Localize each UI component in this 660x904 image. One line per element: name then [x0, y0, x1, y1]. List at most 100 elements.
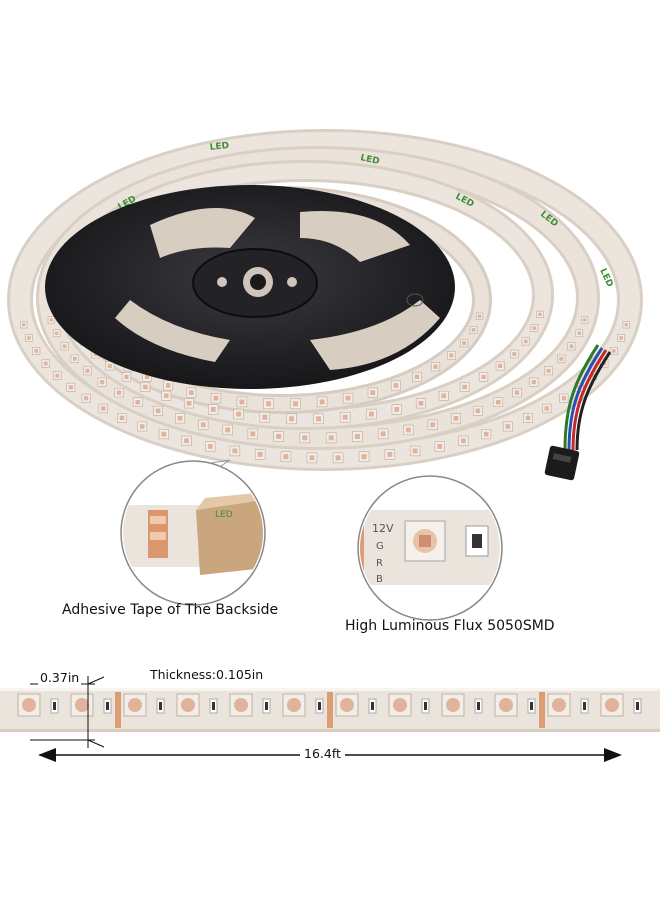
led-chip	[306, 452, 318, 464]
smd-callout: 12V G R B	[357, 475, 503, 621]
led-chip	[427, 419, 438, 430]
led-chip	[510, 349, 519, 359]
led-chip	[450, 413, 461, 424]
channel-marking: G	[376, 541, 384, 552]
arrow-right-icon	[604, 748, 622, 762]
led-chip	[140, 382, 151, 392]
led-chip	[352, 431, 363, 442]
led-chip	[339, 411, 351, 423]
led-chip	[254, 449, 266, 460]
led-chip	[163, 380, 174, 391]
led-chip	[617, 334, 625, 342]
led-chip	[158, 429, 169, 440]
led-strip-straight	[0, 688, 660, 732]
led-chip	[247, 428, 259, 440]
led-chip	[412, 371, 422, 382]
led-chip	[299, 432, 311, 444]
led-chip	[493, 397, 504, 407]
led-chip	[290, 398, 301, 410]
led-chip	[458, 435, 469, 446]
led-chip	[332, 452, 344, 464]
led-chip	[342, 392, 354, 404]
led-chip	[469, 326, 478, 334]
led-chip	[17, 693, 59, 717]
led-chip	[176, 693, 218, 717]
flux-caption: High Luminous Flux 5050SMD	[345, 618, 555, 634]
led-chip	[581, 316, 589, 324]
channel-marking: R	[376, 558, 383, 569]
reel-led-print: LED	[209, 141, 229, 153]
led-chip	[280, 451, 292, 462]
led-chip	[229, 693, 271, 717]
led-chip	[175, 413, 186, 424]
led-chip	[60, 342, 69, 351]
led-chip	[441, 693, 483, 717]
led-chip	[273, 431, 284, 442]
led-chip	[205, 441, 216, 452]
led-chip	[313, 413, 324, 425]
led-chip	[390, 380, 401, 391]
led-chip	[53, 371, 62, 380]
led-chip	[459, 338, 469, 348]
voltage-marking: 12V	[372, 522, 394, 535]
connector-plug-icon	[544, 344, 612, 481]
led-chip	[236, 396, 248, 408]
led-reel-icon	[45, 185, 455, 389]
led-chip	[83, 366, 92, 376]
led-chip	[502, 421, 513, 432]
led-chip	[481, 429, 492, 440]
led-chip	[388, 693, 430, 717]
led-chip	[32, 347, 41, 355]
channel-marking: B	[376, 574, 383, 585]
led-chip	[47, 316, 55, 324]
led-chip	[494, 692, 545, 728]
led-chip	[181, 435, 192, 446]
led-chip	[430, 362, 441, 372]
led-chip	[335, 693, 377, 717]
led-chip	[20, 321, 28, 329]
led-chip	[530, 324, 539, 332]
led-chip	[132, 397, 143, 407]
led-chip	[512, 387, 522, 398]
arrow-left-icon	[38, 748, 56, 762]
led-chip	[557, 354, 566, 364]
led-chip	[446, 350, 456, 360]
led-chip	[25, 334, 33, 342]
led-chip	[198, 419, 209, 430]
led-chip	[183, 398, 195, 409]
led-chip	[391, 404, 402, 415]
led-chip	[384, 449, 396, 460]
led-chip	[114, 387, 124, 398]
thickness-label: Thickness:0.105in	[150, 667, 264, 682]
led-chip	[208, 404, 219, 415]
led-chip	[52, 329, 61, 338]
led-chip	[325, 432, 337, 444]
led-chip	[459, 382, 470, 392]
led-chip	[529, 377, 539, 387]
led-chip	[98, 403, 108, 414]
led-chip	[542, 403, 552, 414]
led-chip	[222, 424, 233, 436]
led-chip	[229, 445, 241, 457]
led-chip	[438, 390, 449, 401]
led-chip	[117, 413, 127, 423]
led-chip	[478, 372, 489, 382]
led-chip	[210, 392, 222, 404]
led-chip	[367, 387, 378, 398]
led-chip	[263, 398, 274, 410]
led-chip	[121, 372, 132, 382]
led-chip	[472, 405, 483, 416]
led-chip	[544, 366, 553, 376]
svg-text:LED: LED	[215, 510, 233, 520]
led-chip	[547, 693, 589, 717]
led-chip	[286, 413, 297, 425]
led-chip	[475, 312, 484, 320]
reel-led-print: LED	[359, 153, 380, 167]
led-chip	[81, 393, 91, 403]
led-chip	[495, 361, 505, 371]
led-chip	[123, 693, 165, 717]
led-chip	[97, 377, 107, 387]
led-chip	[66, 382, 76, 392]
led-chip	[434, 441, 445, 452]
